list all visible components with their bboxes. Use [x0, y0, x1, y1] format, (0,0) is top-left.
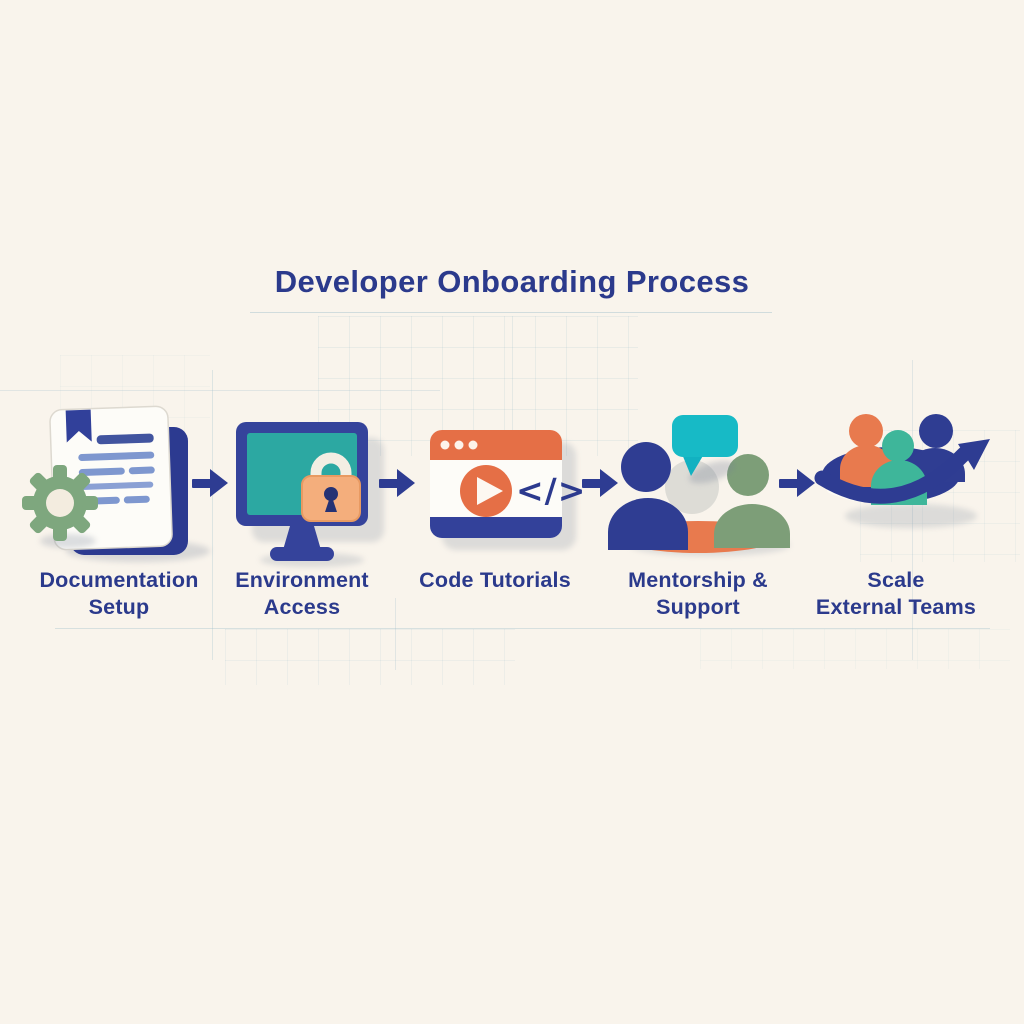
people-with-speech-bubble-icon [608, 415, 790, 556]
window-dot [468, 440, 478, 450]
step-label-documentation-setup: Documentation Setup [39, 568, 199, 619]
grid-texture [700, 629, 1010, 669]
window-dot [440, 440, 450, 450]
right-arrow-icon [192, 469, 228, 497]
speech-bubble-icon [672, 415, 738, 476]
icon-shadow [845, 504, 977, 528]
team-with-growth-arrow-icon [814, 414, 990, 528]
right-arrow-icon [582, 469, 618, 497]
grid-hline [55, 628, 990, 629]
document-with-gear-icon [22, 405, 210, 562]
mentor-person-icon [608, 442, 688, 550]
step-label-scale-external-teams: Scale External Teams [815, 568, 977, 619]
step-label-code-tutorials: Code Tutorials [419, 568, 571, 592]
page-title: Developer Onboarding Process [274, 264, 750, 299]
browser-window [430, 430, 562, 538]
grid-texture [225, 629, 515, 685]
right-arrow-icon [379, 469, 415, 497]
video-player-with-code-icon: </> [430, 430, 586, 550]
mentee-person-icon [714, 454, 790, 548]
growth-arrow-icon [814, 439, 990, 504]
code-icon: </> [516, 471, 586, 510]
gear-icon [22, 465, 98, 548]
window-dot [454, 440, 464, 450]
play-icon [460, 465, 512, 517]
right-arrow-icon [779, 469, 815, 497]
monitor-with-lock-icon [236, 422, 384, 567]
title-underline [250, 312, 772, 313]
step-label-mentorship-support: Mentorship & Support [628, 568, 768, 619]
step-label-environment-access: Environment Access [235, 568, 369, 619]
lock-icon [301, 452, 361, 522]
bookmark-icon [65, 409, 92, 443]
background-person-circle [665, 460, 719, 514]
